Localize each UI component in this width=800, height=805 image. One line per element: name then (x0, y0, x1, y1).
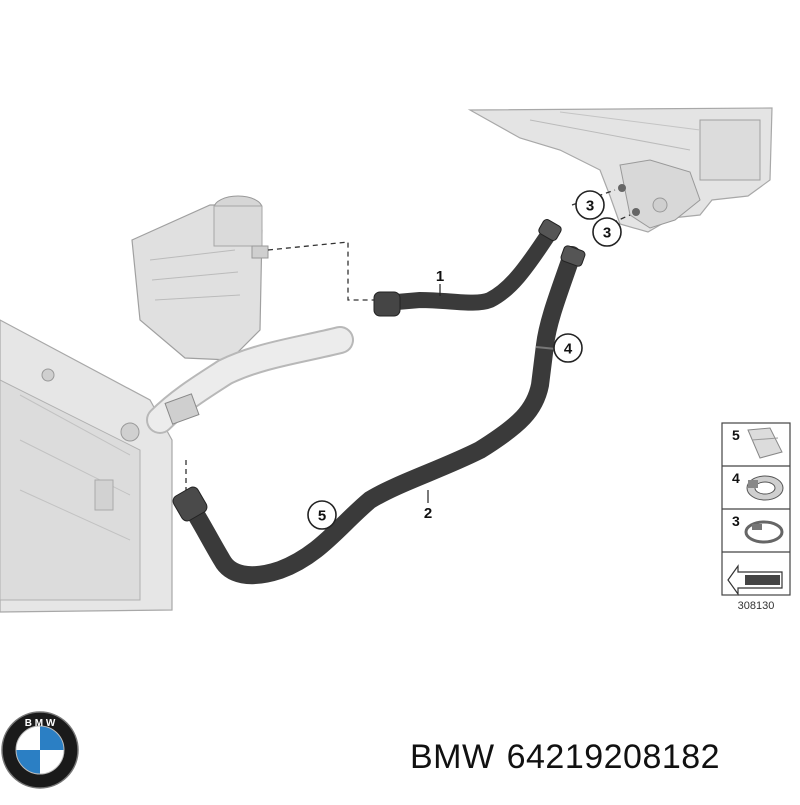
expansion-tank (131, 195, 269, 361)
legend-item-5: 5 (732, 427, 783, 459)
engine-housing-top-right (467, 107, 773, 233)
legend-item-3: 3 (732, 513, 784, 544)
legend-number: 4 (732, 470, 740, 486)
legend-arrow (727, 564, 783, 596)
callout-label: 5 (318, 508, 326, 525)
callout-4: 4 (553, 333, 583, 363)
callout-5: 5 (307, 500, 337, 530)
diagram-code: 308130 (738, 600, 775, 612)
hose-1 (373, 219, 562, 317)
clamp-markers (618, 184, 640, 216)
part-number: 64219208182 (506, 738, 721, 776)
part-caption: BMW 64219208182 (410, 738, 795, 788)
callout-3b: 3 (592, 217, 622, 247)
callout-label: 4 (564, 341, 573, 358)
hose-2 (172, 245, 586, 585)
part-number-label: 2 (424, 505, 432, 522)
part-label-2: 2 (424, 490, 432, 522)
svg-text:B M W: B M W (25, 718, 56, 729)
legend-panel: 5 4 3 308130 (721, 422, 791, 612)
legend-item-4: 4 (732, 470, 784, 501)
radiator (0, 319, 173, 613)
legend-number: 5 (732, 427, 740, 443)
callout-label: 3 (586, 198, 594, 215)
legend-number: 3 (732, 513, 740, 529)
upper-radiator-hose (146, 326, 354, 434)
brand-name: BMW (410, 738, 495, 776)
callout-3a: 3 (575, 190, 605, 220)
part-label-1: 1 (436, 268, 444, 296)
part-number-label: 1 (436, 268, 444, 285)
callout-label: 3 (603, 225, 611, 242)
bmw-logo: B M W (1, 711, 79, 789)
